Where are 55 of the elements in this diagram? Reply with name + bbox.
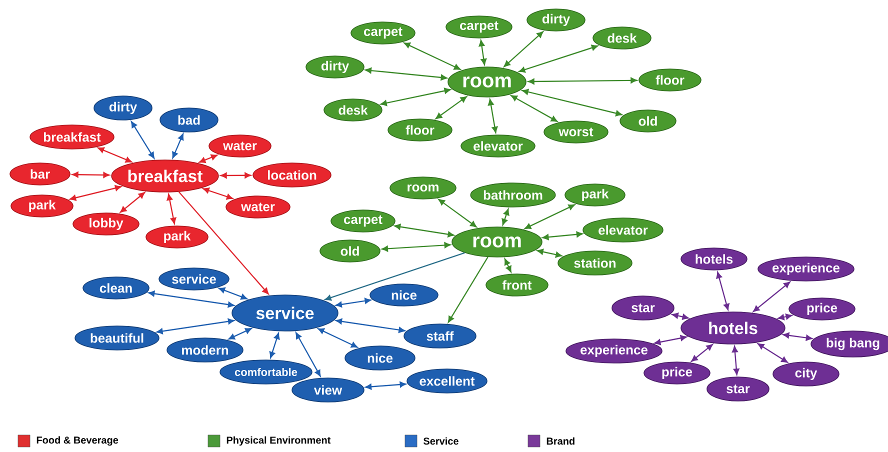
double-arrow bbox=[504, 258, 512, 272]
double-arrow bbox=[502, 208, 510, 226]
double-arrow bbox=[782, 332, 812, 341]
double-arrow bbox=[518, 44, 598, 73]
double-arrow bbox=[166, 194, 176, 224]
double-arrow bbox=[438, 198, 477, 228]
double-arrow bbox=[654, 335, 687, 346]
double-arrow bbox=[478, 40, 487, 66]
double-arrow bbox=[335, 298, 372, 308]
double-arrow bbox=[228, 328, 252, 340]
double-arrow bbox=[528, 77, 638, 84]
legend-label: Brand bbox=[546, 437, 574, 445]
double-arrow bbox=[504, 31, 544, 68]
double-arrow bbox=[382, 242, 451, 252]
double-arrow bbox=[336, 318, 406, 333]
double-arrow bbox=[130, 121, 155, 159]
double-arrow bbox=[72, 172, 110, 178]
double-arrow bbox=[488, 98, 498, 134]
arrow bbox=[324, 252, 465, 301]
double-arrow bbox=[435, 96, 467, 120]
double-arrow bbox=[172, 134, 184, 158]
double-arrow bbox=[404, 42, 461, 70]
arrow bbox=[448, 256, 488, 323]
double-arrow bbox=[522, 88, 622, 116]
double-arrow bbox=[365, 68, 448, 80]
legend-label: Food & Beverage bbox=[36, 436, 118, 446]
double-arrow bbox=[394, 224, 454, 238]
double-arrow bbox=[365, 382, 406, 390]
double-arrow bbox=[672, 312, 689, 320]
double-arrow bbox=[148, 290, 234, 308]
double-arrow bbox=[542, 231, 583, 240]
legend-label: Service bbox=[424, 437, 458, 445]
double-arrow bbox=[758, 343, 788, 363]
double-arrow bbox=[120, 192, 146, 213]
double-arrow bbox=[199, 154, 218, 163]
double-arrow bbox=[70, 185, 122, 201]
double-arrow bbox=[510, 95, 558, 122]
double-arrow bbox=[691, 344, 713, 362]
double-arrow bbox=[732, 346, 740, 376]
legend-label: Physical Environment bbox=[226, 436, 331, 446]
double-arrow bbox=[98, 147, 132, 163]
arrow bbox=[178, 191, 269, 294]
double-arrow bbox=[318, 328, 358, 348]
double-arrow bbox=[753, 282, 790, 312]
double-arrow bbox=[778, 314, 792, 320]
double-arrow bbox=[380, 88, 451, 106]
double-arrow bbox=[202, 188, 234, 200]
double-arrow bbox=[218, 287, 248, 300]
double-arrow bbox=[296, 332, 321, 377]
double-arrow bbox=[536, 248, 562, 258]
double-arrow bbox=[220, 172, 252, 178]
double-arrow bbox=[156, 318, 234, 334]
double-arrow bbox=[269, 332, 280, 358]
double-arrow bbox=[716, 272, 730, 310]
double-arrow bbox=[524, 204, 575, 230]
